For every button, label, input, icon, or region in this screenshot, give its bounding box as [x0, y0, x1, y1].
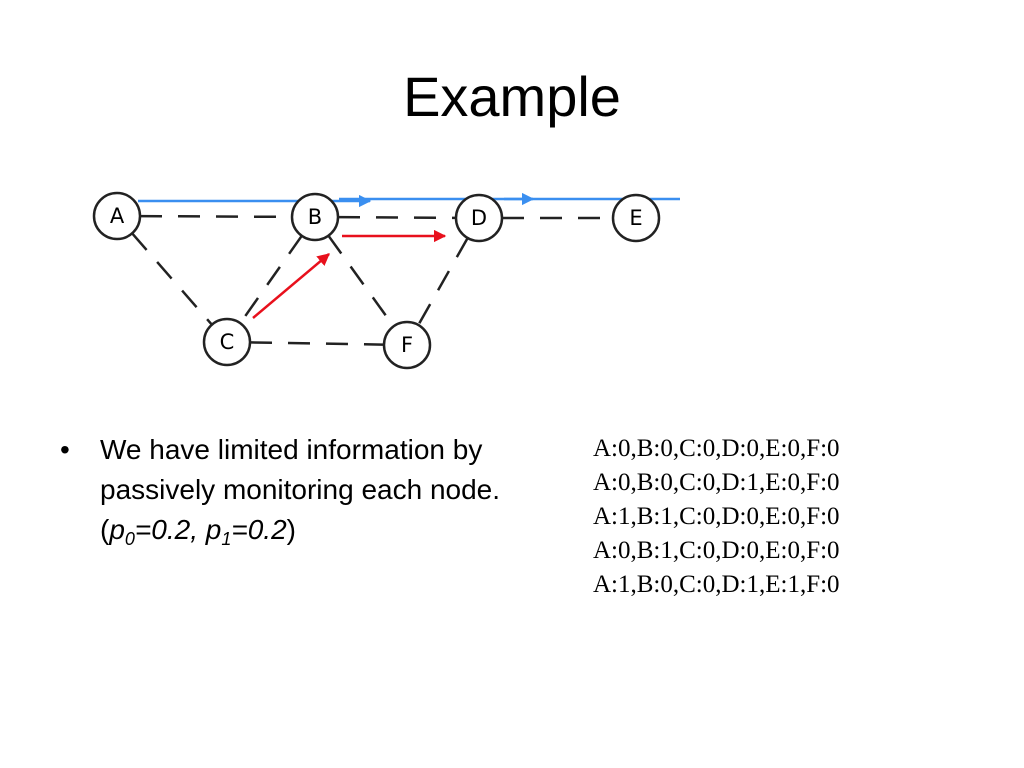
node-D: D [454, 193, 504, 243]
node-B: B [290, 192, 340, 242]
p1-value: =0.2 [231, 514, 287, 545]
node-label-E: E [629, 206, 642, 230]
state-line: A:0,B:0,C:0,D:1,E:0,F:0 [593, 469, 840, 496]
red-arrow-C-B [252, 253, 330, 319]
edge-B-D [337, 215, 457, 220]
node-label-D: D [471, 206, 487, 230]
node-label-A: A [110, 204, 125, 228]
node-A: A [92, 191, 142, 241]
network-diagram: A B C D E F [92, 191, 680, 370]
bullet-close-paren: ) [286, 514, 296, 545]
state-line: A:0,B:1,C:0,D:0,E:0,F:0 [593, 537, 840, 564]
state-line: A:1,B:0,C:0,D:1,E:1,F:0 [593, 571, 840, 598]
bullet-main-text: We have limited information by passively… [100, 434, 501, 545]
node-label-C: C [220, 330, 235, 354]
edge-A-B [139, 214, 293, 219]
p0-subscript: 0 [124, 529, 135, 549]
state-line: A:1,B:1,C:0,D:0,E:0,F:0 [593, 503, 840, 530]
edge-D-F [417, 237, 469, 326]
bullet-text: We have limited information by passively… [100, 430, 540, 550]
node-C: C [202, 317, 252, 367]
edge-A-C [131, 232, 213, 326]
state-list: A:0,B:0,C:0,D:0,E:0,F:0 A:0,B:0,C:0,D:1,… [593, 432, 840, 602]
edge-C-F [249, 341, 385, 346]
node-F: F [382, 320, 432, 370]
p0-symbol: p [109, 514, 125, 545]
state-line: A:0,B:0,C:0,D:0,E:0,F:0 [593, 435, 840, 462]
edge-B-F [327, 234, 395, 328]
p1-subscript: 1 [221, 529, 232, 549]
edge-B-C [239, 235, 303, 324]
node-label-B: B [308, 205, 322, 229]
p0-value: =0.2, [134, 514, 206, 545]
node-E: E [611, 193, 661, 243]
bullet-marker: • [60, 434, 70, 465]
slide-title: Example [403, 65, 621, 128]
node-label-F: F [401, 333, 413, 357]
p1-symbol: p [205, 514, 222, 545]
